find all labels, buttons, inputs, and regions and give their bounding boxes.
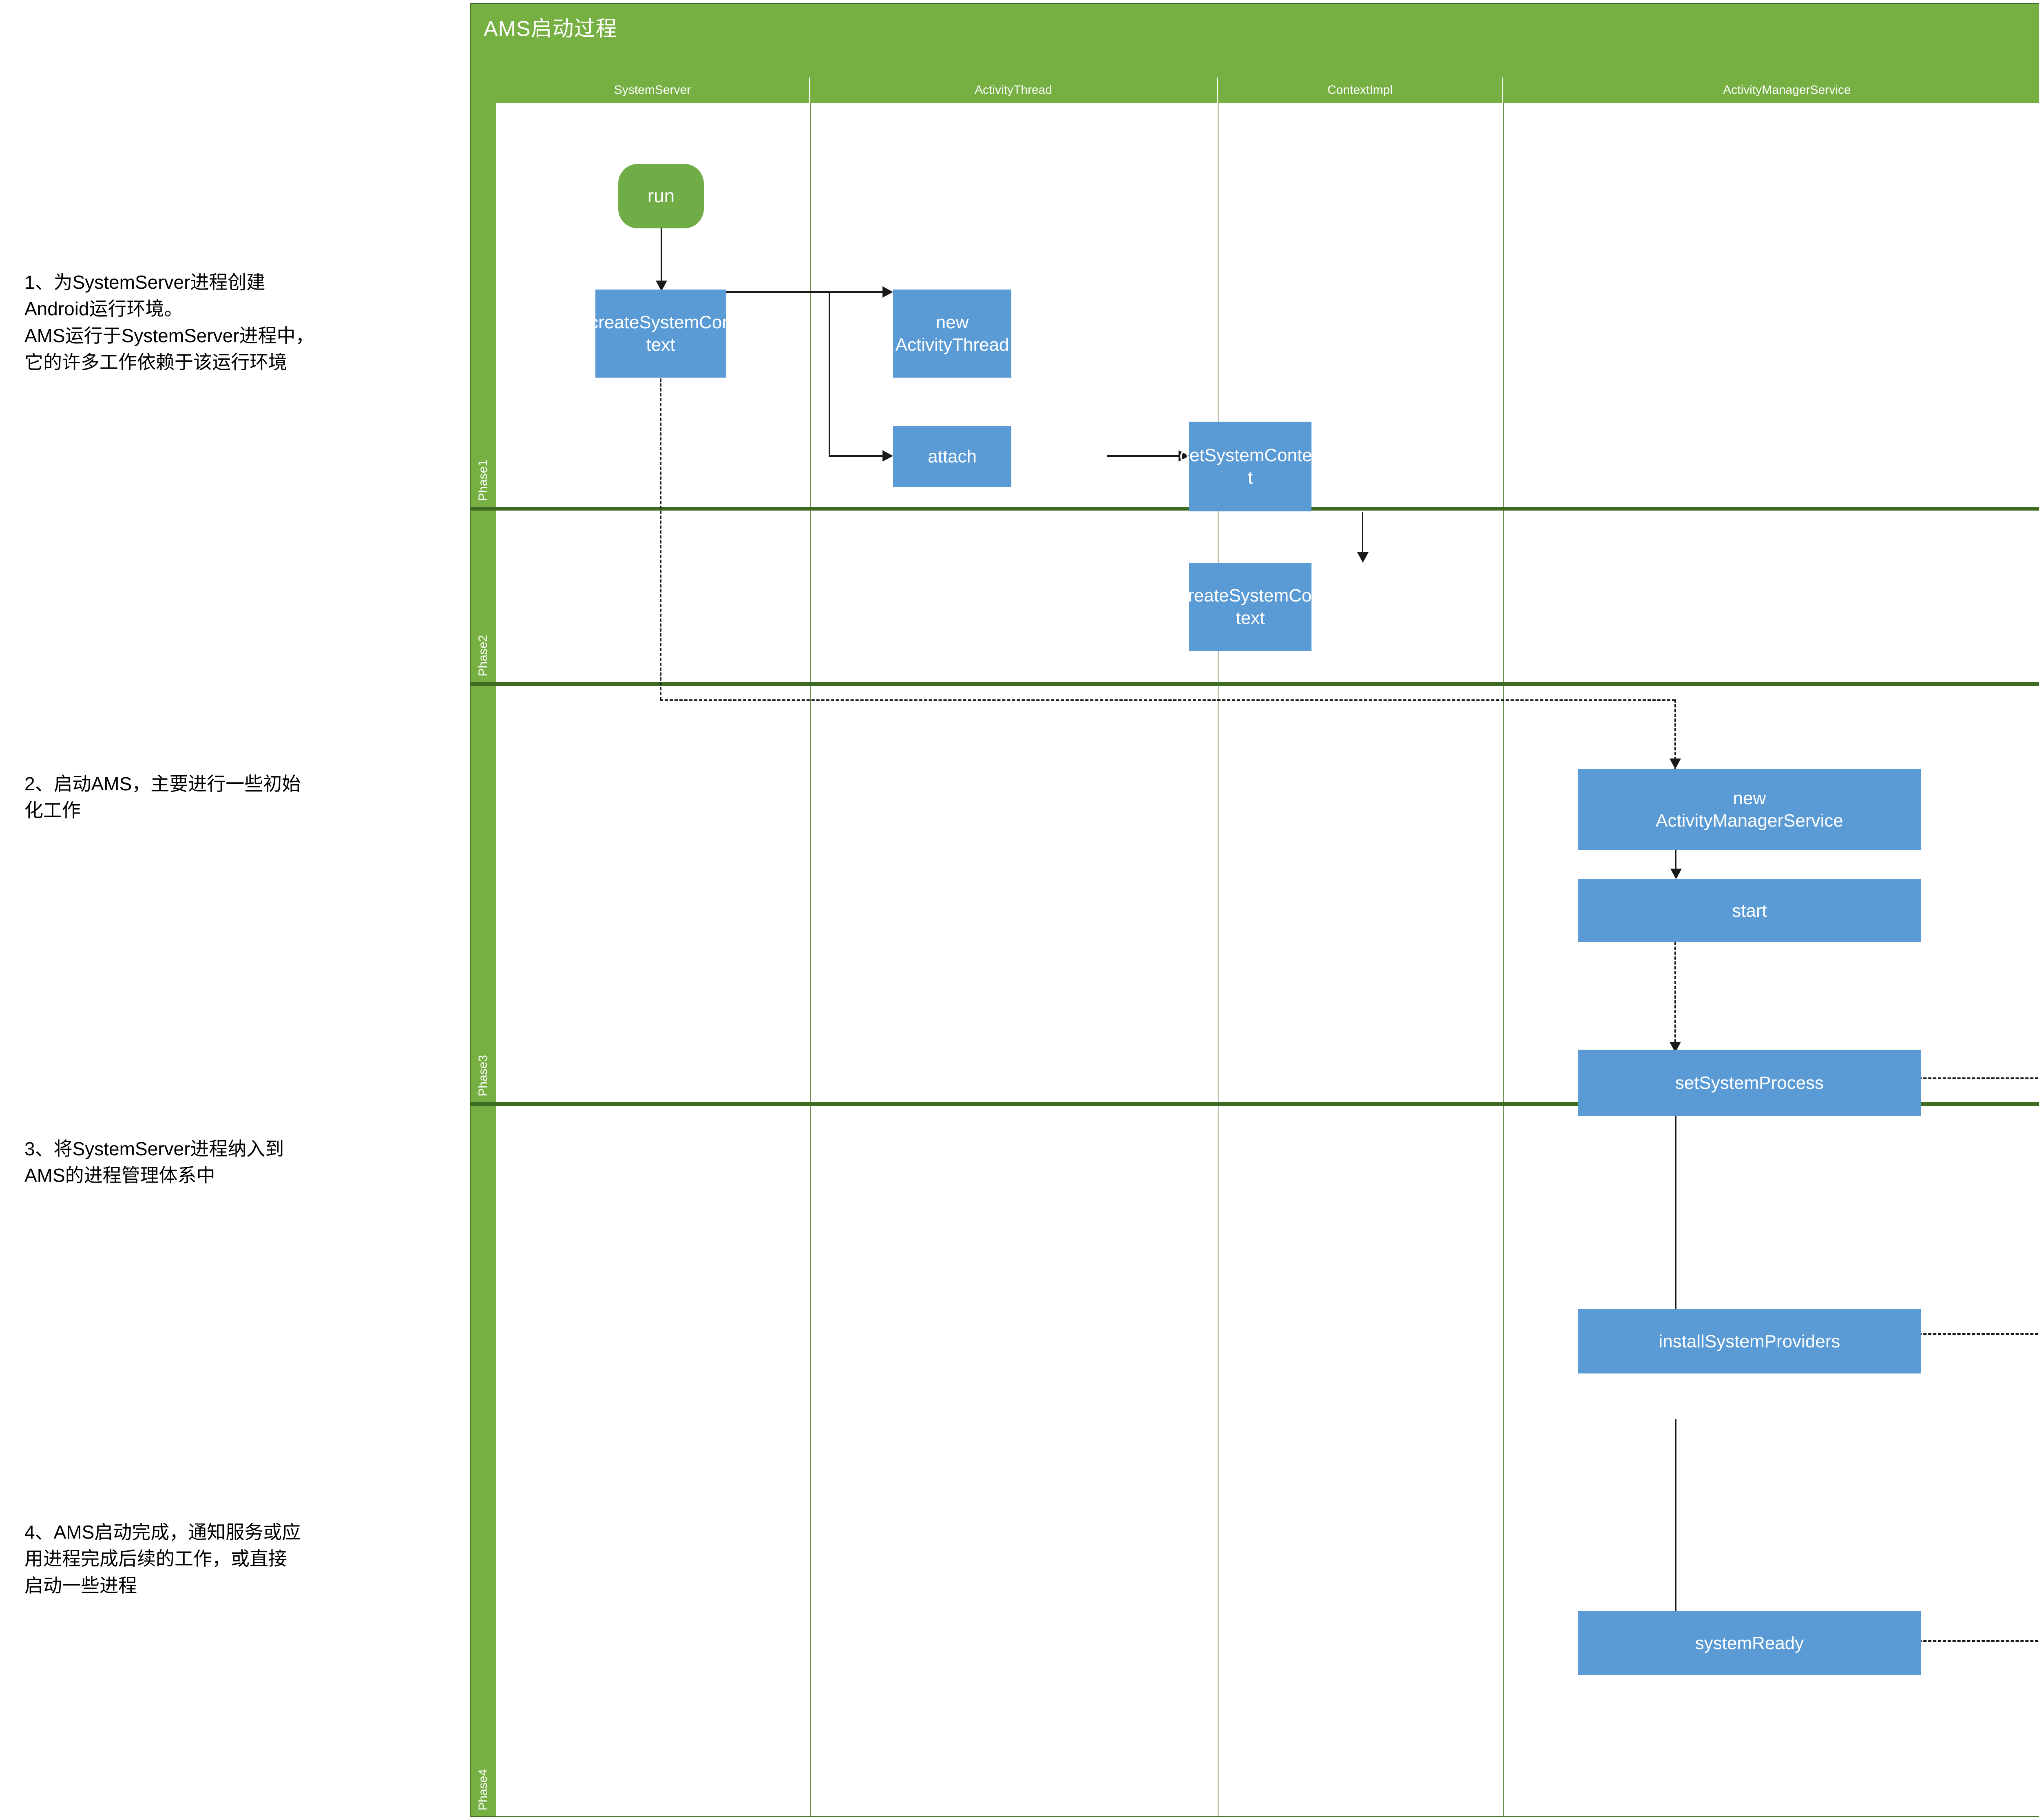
phase2-left-note: 2、启动AMS，主要进行一些初始 化工作 [24,773,301,821]
phase-separator-2 [471,682,2039,686]
phase-cell-phase4: Phase4 [471,1102,496,1816]
arrowhead-to-newams [1670,759,1681,769]
arrowhead-to-attach [882,450,893,462]
connector-getsystemcontext-to-createsystemcontext [1362,512,1363,560]
phase-cell-phase2: Phase2 [471,507,496,682]
phase-cell-phase1: Phase1 [471,77,496,507]
lane-header-ams: ActivityManagerService [1723,83,1851,97]
phase3-left-note: 3、将SystemServer进程纳入到 AMS的进程管理体系中 [24,1138,284,1186]
diagram-title-band: AMS启动过程 [471,4,2039,77]
arrowhead-createsystemcontext-to-newactivitythread [882,286,893,298]
node-createsystemcontext[interactable]: createSystemCon text [589,290,732,378]
node-attach[interactable]: attach [893,426,1011,487]
lane-header-contextimpl: ContextImpl [1218,77,1503,103]
ams-startup-diagram: AMS启动过程 Phase1 Phase2 Phase3 Phase4 Syst… [470,3,2039,1817]
node-start[interactable]: start [1578,879,1921,942]
node-getsystemcontext[interactable]: getSystemContex t [1179,422,1321,511]
lane-separator-1 [810,103,811,1816]
connector-elbow-to-attach-vertical [829,292,830,456]
phase-cell-phase3: Phase3 [471,682,496,1102]
node-createsystemcontext-contextimpl[interactable]: createSystemCon text [1179,563,1322,651]
arrowhead-getsystemcontext-to-createsystemcontext [1357,552,1369,563]
node-newactivitymanagerservice[interactable]: new ActivityManagerService [1578,769,1921,850]
phase-label-phase4: Phase4 [476,1769,490,1811]
connector-run-to-createsystemcontext [661,228,662,289]
phase-label-phase3: Phase3 [476,1055,490,1097]
phase-label-phase2: Phase2 [476,635,490,677]
node-installsystemproviders[interactable]: installSystemProviders [1578,1309,1921,1373]
connector-createsystemcontext-to-newactivitythread [726,291,888,293]
phase4-left-note: 4、AMS启动完成，通知服务或应 用进程完成后续的工作，或直接 启动一些进程 [24,1521,301,1596]
node-setsystemprocess[interactable]: setSystemProcess [1578,1050,1921,1116]
lane-header-systemserver: SystemServer [496,77,810,103]
connector-elbow-to-attach-horizontal [829,455,888,457]
dashed-connector-systemserver-down [660,334,661,700]
dashed-connector-start-to-setsystemprocess [1674,918,1676,1052]
lane-separator-3 [1503,103,1504,1816]
phase-separator-3 [471,1102,2039,1106]
dashed-connector-down-to-newams [1674,699,1676,770]
lane-separator-2 [1218,103,1219,1816]
lane-header-row: SystemServer ActivityThread ContextImpl … [496,77,2039,103]
arrowhead-run-to-createsystemcontext [656,281,667,291]
arrowhead-attach-to-getsystemcontext [1179,450,1189,462]
diagram-title: AMS启动过程 [484,17,617,41]
phase1-left-note: 1、为SystemServer进程创建 Android运行环境。 AMS运行于S… [24,272,314,373]
connector-installsystemproviders-to-systemready [1675,1419,1676,1639]
connector-setsystemprocess-to-installsystemproviders [1675,1105,1676,1362]
node-run[interactable]: run [618,164,704,228]
node-newactivitythread[interactable]: new ActivityThread [893,290,1011,378]
lane-header-activitythread: ActivityThread [810,77,1218,103]
connector-attach-to-getsystemcontext [1107,455,1184,457]
dashed-connector-to-ams-lane [660,699,1675,701]
arrowhead-newams-to-start [1670,869,1682,879]
phase-label-phase1: Phase1 [476,460,490,501]
node-systemready[interactable]: systemReady [1578,1611,1921,1675]
